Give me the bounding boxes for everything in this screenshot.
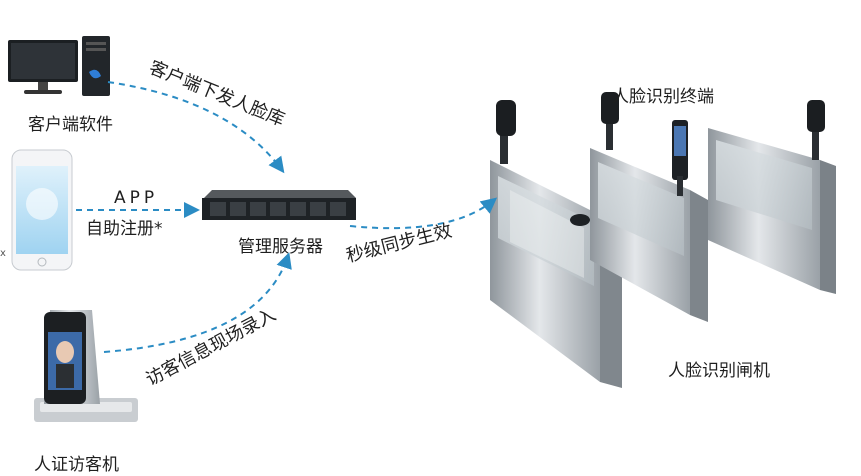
edge-label-visitor-to-server: 访客信息现场录入 bbox=[142, 304, 279, 390]
turnstile-gate-icon bbox=[590, 92, 708, 322]
face-terminal-icon bbox=[672, 120, 688, 196]
arrow-visitor-to-server bbox=[103, 252, 292, 353]
arrow-client-to-server bbox=[107, 81, 285, 174]
label-face-terminal: 人脸识别终端 bbox=[612, 87, 714, 107]
edge-label-app: APP bbox=[114, 188, 159, 208]
smartphone-icon bbox=[11, 149, 73, 271]
label-id-visitor-machine: 人证访客机 bbox=[34, 455, 119, 475]
visitor-kiosk-icon bbox=[34, 310, 138, 422]
arrow-server-to-gate bbox=[349, 197, 498, 230]
label-client-software: 客户端软件 bbox=[28, 115, 113, 135]
label-face-gate: 人脸识别闸机 bbox=[668, 361, 770, 381]
rack-server-icon bbox=[202, 190, 356, 220]
stray-glyph: x bbox=[0, 248, 6, 259]
turnstile-gate-icon bbox=[708, 100, 836, 294]
desktop-computer-icon bbox=[8, 36, 110, 96]
edge-label-self-register: 自助注册* bbox=[86, 219, 163, 239]
edge-label-client-to-server: 客户端下发人脸库 bbox=[146, 57, 287, 130]
label-management-server: 管理服务器 bbox=[238, 237, 323, 257]
